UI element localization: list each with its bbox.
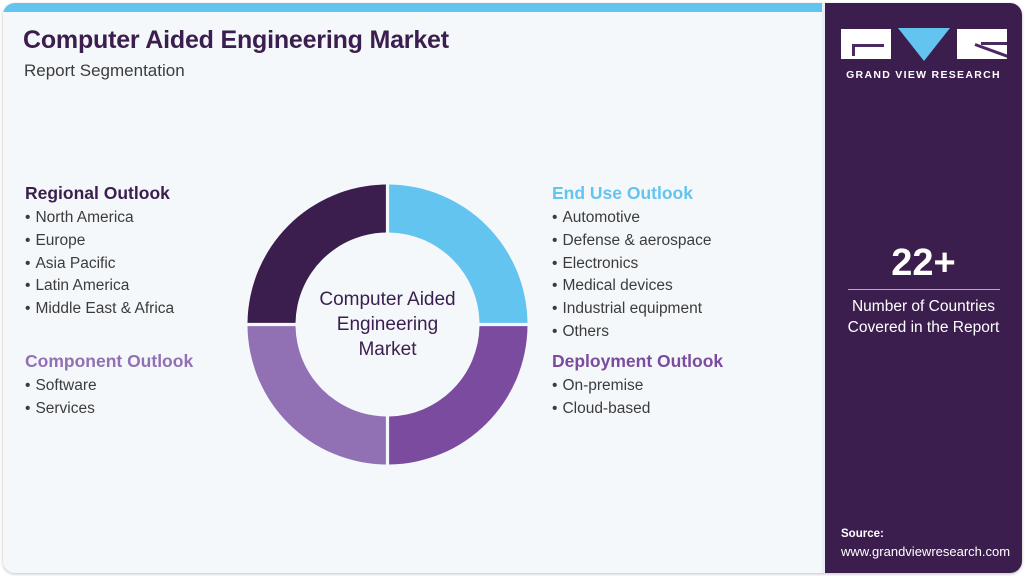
sidebar-divider	[822, 3, 825, 573]
list-item: Middle East & Africa	[25, 298, 174, 321]
donut-slice-component	[247, 326, 386, 465]
outlook-list-end-use: Automotive Defense & aerospace Electroni…	[552, 207, 712, 344]
donut-slice-regional	[247, 184, 386, 323]
list-item: Asia Pacific	[25, 253, 174, 276]
source-block: Source: www.grandviewresearch.com	[841, 526, 1021, 561]
source-url[interactable]: www.grandviewresearch.com	[841, 544, 1011, 559]
source-label: Source:	[841, 528, 884, 540]
infographic-card: Computer Aided Engineering Market Report…	[3, 3, 1022, 573]
page-title: Computer Aided Engineering Market	[23, 26, 449, 54]
outlook-list-component: Software Services	[25, 375, 193, 421]
logo-wordmark: GRAND VIEW RESEARCH	[846, 69, 1001, 81]
outlook-list-regional: North America Europe Asia Pacific Latin …	[25, 207, 174, 321]
donut-chart: Computer Aided Engineering Market	[246, 183, 529, 466]
logo-v-triangle-icon	[897, 27, 950, 61]
donut-slice-end-use	[389, 184, 528, 323]
logo-marks	[825, 27, 1022, 61]
donut-chart-svg	[247, 184, 528, 465]
stat-caption-line-2: Covered in the Report	[847, 319, 1000, 336]
list-item: Electronics	[552, 253, 712, 276]
stat-divider	[847, 289, 1000, 290]
top-accent-bar	[3, 3, 822, 12]
outlook-block-end-use: End Use Outlook Automotive Defense & aer…	[552, 183, 712, 344]
outlook-heading-end-use: End Use Outlook	[552, 183, 693, 203]
outlook-block-deployment: Deployment Outlook On-premise Cloud-base…	[552, 351, 723, 421]
list-item: Latin America	[25, 275, 174, 298]
list-item: Automotive	[552, 207, 712, 230]
outlook-heading-component: Component Outlook	[25, 351, 194, 371]
page-subtitle: Report Segmentation	[24, 61, 185, 80]
list-item: On-premise	[552, 375, 723, 398]
brand-logo: GRAND VIEW RESEARCH	[825, 27, 1022, 81]
stat-caption-line-1: Number of Countries	[851, 298, 995, 315]
main-content-area: Computer Aided Engineering Market Report…	[3, 12, 822, 573]
outlook-list-deployment: On-premise Cloud-based	[552, 375, 723, 421]
outlook-heading-regional: Regional Outlook	[25, 183, 170, 203]
logo-g-icon	[840, 29, 891, 59]
list-item: Software	[25, 375, 193, 398]
list-item: North America	[25, 207, 174, 230]
sidebar-panel: GRAND VIEW RESEARCH 22+ Number of Countr…	[822, 3, 1022, 573]
outlook-block-regional: Regional Outlook North America Europe As…	[25, 183, 174, 321]
list-item: Cloud-based	[552, 398, 723, 421]
list-item: Medical devices	[552, 275, 712, 298]
donut-slice-deployment	[389, 326, 528, 465]
list-item: Services	[25, 398, 193, 421]
outlook-block-component: Component Outlook Software Services	[25, 351, 193, 421]
outlook-heading-deployment: Deployment Outlook	[552, 351, 724, 371]
list-item: Defense & aerospace	[552, 230, 711, 253]
list-item: Others	[552, 321, 712, 344]
stat-block-countries: 22+ Number of Countries Covered in the R…	[825, 241, 1022, 338]
stat-number: 22+	[891, 242, 956, 284]
list-item: Industrial equipment	[552, 298, 712, 321]
list-item: Europe	[25, 230, 174, 253]
logo-r-icon	[956, 29, 1007, 59]
